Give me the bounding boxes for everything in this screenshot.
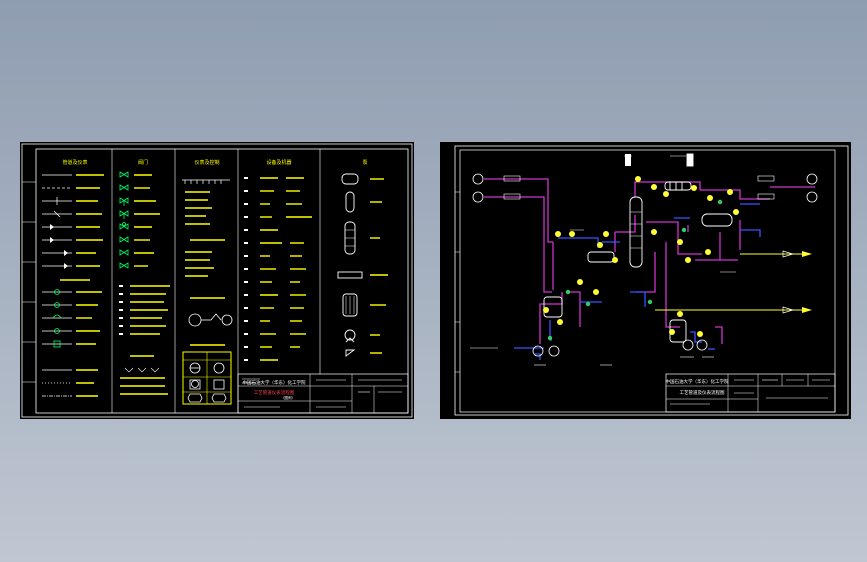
- tag-labels: [570, 155, 736, 273]
- section-header-instruments: 仪表及控制: [194, 159, 219, 166]
- title-block: 中国石油大学（华东）化工学院 工艺管道仪表流程图 （图例）: [237, 373, 409, 414]
- border-ticks: [455, 191, 460, 373]
- row-ticks: [22, 181, 36, 383]
- instrument-bubbles: [543, 176, 739, 337]
- pump-icon: [344, 329, 356, 341]
- section-header-pumps: 泵: [362, 160, 367, 166]
- pid-drawing-canvas: 中国石油大学（华东）化工学院 工艺管道及仪表流程图: [454, 145, 849, 416]
- instrument-symbol-list: [182, 179, 233, 405]
- valve-symbol-list: [119, 171, 170, 395]
- distillation-column-icon: [625, 154, 643, 268]
- instrument-bubble-icon: [188, 313, 233, 327]
- section-header-equipment: 设备及机器: [266, 159, 291, 166]
- process-lines: [484, 178, 815, 344]
- outer-border: [21, 143, 413, 418]
- pipe-symbol-list: [42, 174, 104, 397]
- heat-exchanger-icons: [543, 251, 687, 343]
- reboiler-icon: [342, 293, 358, 317]
- reflux-drum-icon: [686, 153, 733, 227]
- product-lines: [655, 253, 802, 311]
- heat-exchanger-icon: [337, 271, 363, 279]
- legend-drawing-sheet[interactable]: 管道及仪表 阀门 仪表及控制 设备及机器 泵: [20, 142, 414, 419]
- section-header-valves: 阀门: [138, 159, 148, 166]
- title-block-school: 中国石油大学（华东）化工学院: [243, 379, 306, 386]
- vessel-icon: [345, 191, 355, 213]
- title-block-school: 中国石油大学（华东）化工学院: [666, 378, 729, 385]
- outer-border: [454, 145, 849, 416]
- column-separators: [111, 149, 321, 413]
- equipment-shape-labels: [370, 178, 388, 354]
- pump-labels: [470, 347, 714, 366]
- inner-border: [35, 148, 409, 414]
- control-valve-icons: [547, 199, 723, 341]
- pid-drawing-sheet[interactable]: 中国石油大学（华东）化工学院 工艺管道及仪表流程图: [440, 142, 851, 419]
- equipment-list: [244, 177, 312, 361]
- section-header-pipes: 管道及仪表: [62, 159, 87, 166]
- feed-connector-icons: [472, 173, 818, 203]
- title-block-subtitle: （图例）: [281, 395, 295, 400]
- hatched-pipe-sections: [503, 175, 775, 200]
- tank-icon: [341, 173, 359, 185]
- pump-icons: [532, 339, 708, 357]
- title-block: 中国石油大学（华东）化工学院 工艺管道及仪表流程图: [666, 373, 836, 413]
- product-line-arrows: [802, 251, 812, 313]
- title-block-drawing-title: 工艺管道仪表流程图: [254, 389, 295, 396]
- legend-drawing-canvas: 管道及仪表 阀门 仪表及控制 设备及机器 泵: [21, 143, 413, 418]
- inner-border: [459, 149, 836, 413]
- condenser-icon: [664, 181, 692, 191]
- offpage-arrows: [782, 250, 795, 314]
- equipment-shape-list: [337, 173, 363, 357]
- title-block-drawing-title: 工艺管道及仪表流程图: [680, 389, 725, 396]
